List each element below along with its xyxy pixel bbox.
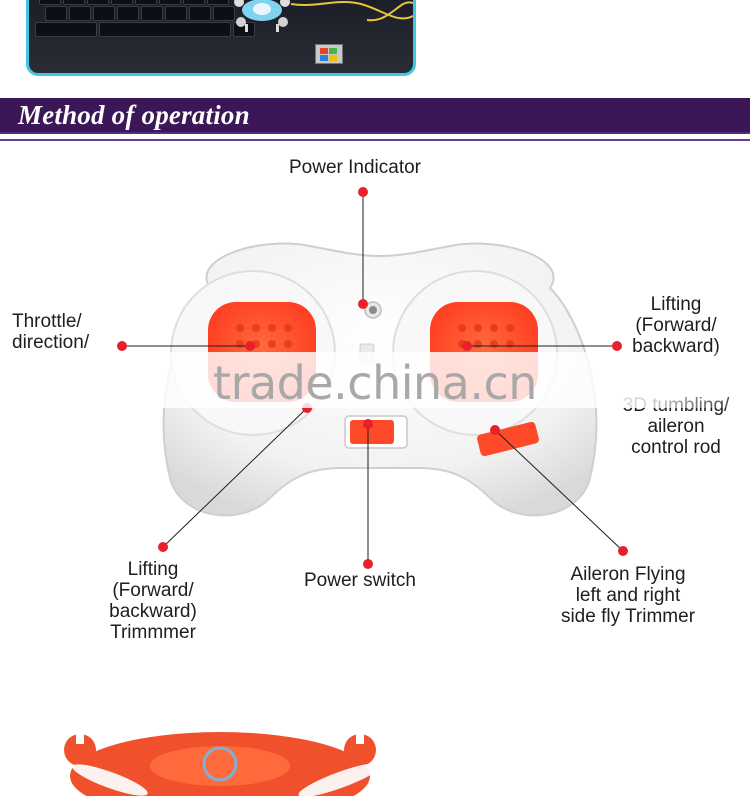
watermark-band [0,352,750,408]
drone-photo-bottom [48,696,390,796]
label-lifting-trimmer: Lifting (Forward/ backward) Trimmmer [109,559,197,643]
label-power-switch: Power switch [304,570,416,591]
label-power-indicator: Power Indicator [289,157,422,178]
product-photo-top [26,0,416,76]
windows-sticker [315,44,343,64]
section-banner: Method of operation [0,98,750,134]
callout-dot-aileron-trimmer [618,546,628,556]
callout-dot-throttle [117,341,127,351]
watermark-text: trade.china.cn [213,356,537,410]
section-title: Method of operation [18,100,250,130]
callout-dot-lifting-trimmer [158,542,168,552]
label-lifting-forward-backward: Lifting (Forward/ backward) [632,294,720,357]
banner-divider [0,139,750,141]
label-throttle-direction: Throttle/ direction/ [12,311,90,353]
keyboard-image [35,0,335,50]
label-aileron-trimmer: Aileron Flying left and right side fly T… [560,564,696,627]
callout-dot-power-switch [363,559,373,569]
usb-cable-image [290,1,413,22]
callout-dot-power-indicator [358,187,368,197]
mini-drone-image [234,0,290,32]
